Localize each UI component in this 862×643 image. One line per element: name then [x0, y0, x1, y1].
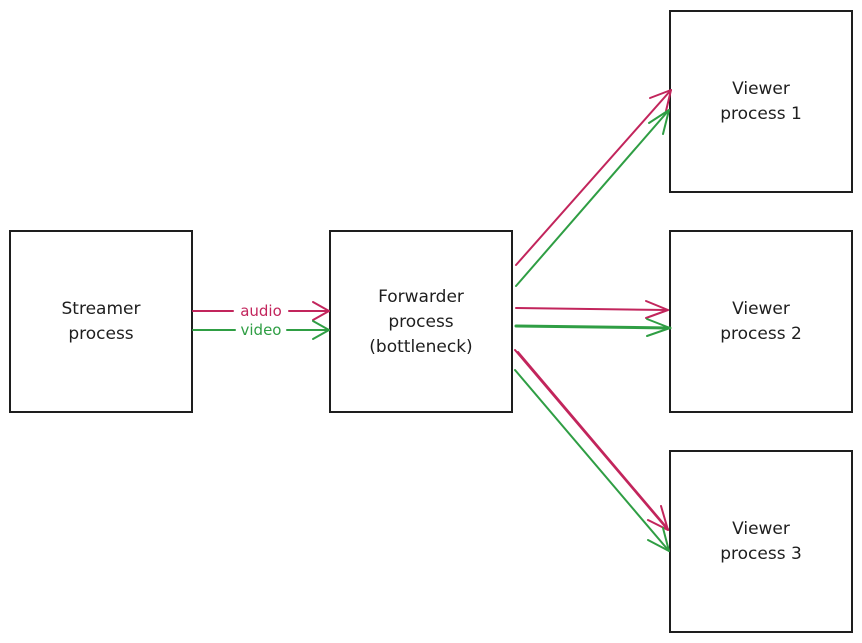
forwarder-box [329, 230, 513, 413]
streamer-label-line1: Streamer [62, 299, 141, 319]
audio-label: audio [240, 302, 282, 320]
viewer2-label-line2: process 2 [720, 324, 802, 344]
edge-streamer-forwarder-video[interactable]: video [192, 320, 330, 340]
viewer3-label-line2: process 3 [720, 544, 802, 564]
arrowhead-icon [312, 320, 330, 340]
audio-line-sketch [517, 351, 669, 530]
arrowhead-icon [648, 109, 670, 135]
viewer1-box [669, 10, 853, 193]
forwarder-label-line2: process [388, 312, 453, 332]
edge-forwarder-viewer2-video[interactable] [514, 318, 672, 337]
viewer2-node[interactable]: Viewer process 2 [669, 230, 853, 413]
audio-line [515, 89, 672, 266]
viewer3-box [669, 450, 853, 633]
arrowhead-icon [645, 300, 669, 319]
audio-line [515, 307, 669, 311]
viewer1-label-line2: process 1 [720, 104, 802, 124]
video-label: video [241, 321, 282, 339]
edge-forwarder-viewer2-audio[interactable] [515, 300, 669, 319]
forwarder-label-line3: (bottleneck) [369, 337, 472, 357]
arrowhead-icon [649, 89, 672, 112]
viewer2-label-line1: Viewer [732, 299, 790, 319]
viewer2-box [669, 230, 853, 413]
viewer3-node[interactable]: Viewer process 3 [669, 450, 853, 633]
arrowhead-icon [647, 505, 669, 531]
viewer1-node[interactable]: Viewer process 1 [669, 10, 853, 193]
edge-forwarder-viewer1-audio[interactable] [515, 89, 672, 266]
edge-streamer-forwarder-audio[interactable]: audio [192, 301, 330, 321]
video-line [514, 369, 670, 552]
streamer-box [9, 230, 193, 413]
arrowhead-icon [646, 318, 671, 337]
forwarder-node[interactable]: Forwarder process (bottleneck) [329, 230, 513, 413]
streamer-label-line2: process [68, 324, 133, 344]
video-line [514, 324, 672, 330]
forwarder-label-line1: Forwarder [378, 287, 464, 307]
arrowhead-icon [312, 301, 330, 321]
viewer1-label-line1: Viewer [732, 79, 790, 99]
viewer3-label-line1: Viewer [732, 519, 790, 539]
edge-forwarder-viewer3-audio[interactable] [514, 349, 669, 531]
video-line [515, 109, 670, 287]
edge-forwarder-viewer1-video[interactable] [515, 109, 670, 287]
arrowhead-icon [647, 527, 670, 552]
edge-forwarder-viewer3-video[interactable] [514, 369, 670, 552]
streamer-node[interactable]: Streamer process [9, 230, 193, 413]
